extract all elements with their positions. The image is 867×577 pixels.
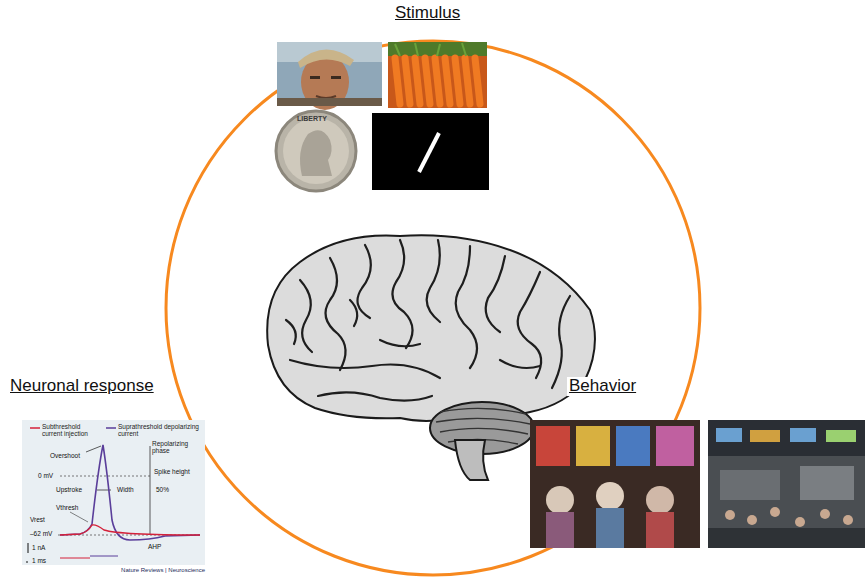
plot-annotation: 50% [156,486,169,493]
slot-machines-photo [530,420,700,548]
plot-annotation: AHP [148,543,161,550]
plot-annotation: Spike height [154,468,190,475]
axis-label: 0 mV [38,472,53,479]
section-heading: Stimulus [393,4,462,23]
figure-credit: Nature Reviews | Neuroscience [121,567,205,574]
plot-annotation: Vthresh [56,504,78,511]
plot-annotation: Upstroke [56,486,82,493]
carrots-photo [388,42,487,108]
legend-text: Suprathreshold depolarizing current [118,423,200,437]
plot-annotation: Width [117,486,134,493]
scale-bar-label: 1 nA [32,544,45,551]
brain-drawing [267,235,595,480]
section-heading: Behavior [567,377,638,396]
plot-annotation: Overshoot [50,452,80,459]
oriented-bar-stimulus [372,113,489,190]
axis-label: Vrest [30,516,45,523]
cycle-circle [166,41,700,575]
coin-photo [276,111,356,191]
axis-label: –62 mV [30,530,52,537]
plot-annotation: Repolarizing phase [152,440,198,454]
scale-bar-label: 1 ms [32,557,46,564]
legend-text: Subthreshold current injection [42,423,102,437]
action-potential-plot [22,420,205,565]
face-photo [277,42,382,110]
section-heading: Neuronal response [8,377,156,396]
coin-inscription: LIBERTY [297,115,327,123]
trading-floor-photo [708,420,865,548]
